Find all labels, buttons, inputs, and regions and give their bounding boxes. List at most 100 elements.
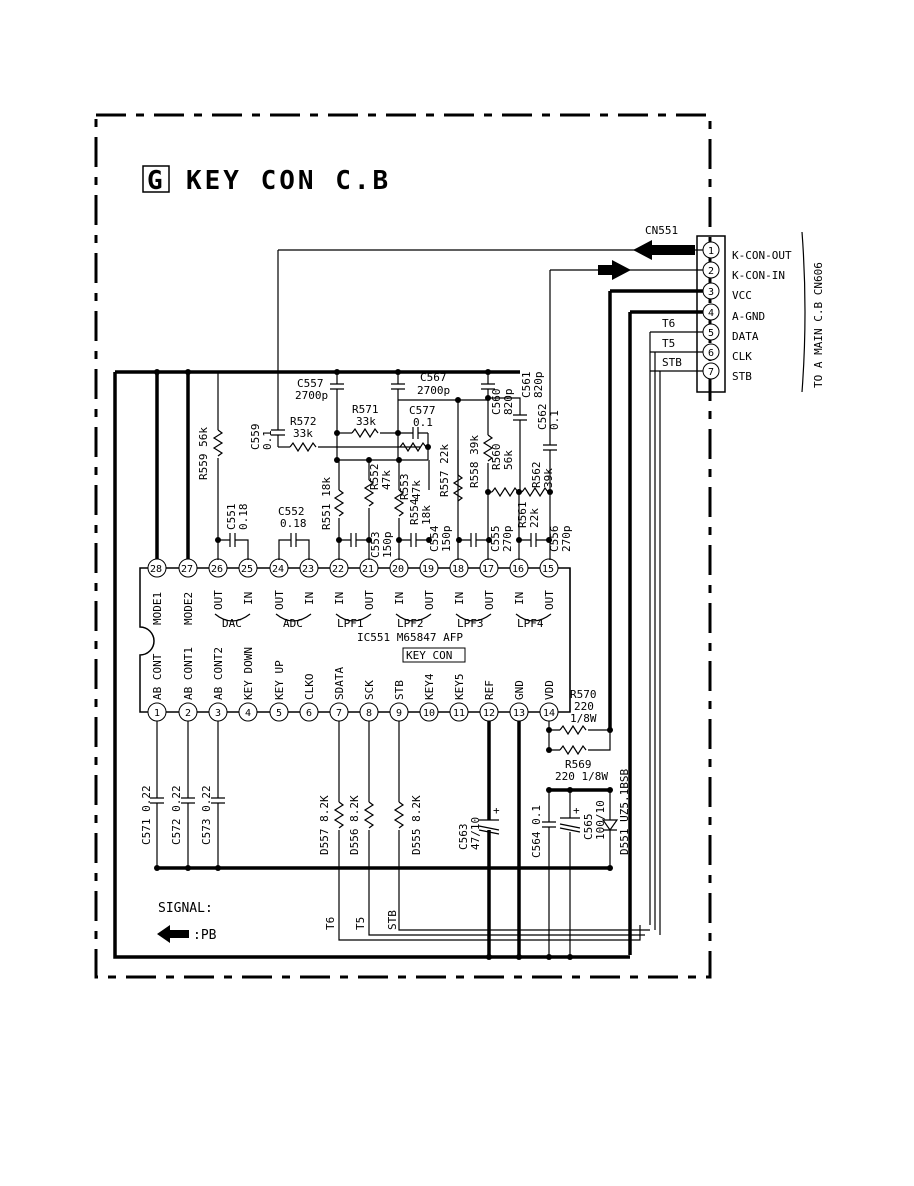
- svg-text:IN: IN: [393, 592, 406, 605]
- svg-text:LPF3: LPF3: [457, 617, 484, 630]
- svg-text:OUT: OUT: [543, 590, 556, 610]
- c553-label: C553: [369, 532, 382, 559]
- svg-text:6: 6: [306, 708, 312, 719]
- r561-label: R561: [516, 502, 529, 529]
- wire-label-t6: T6: [662, 317, 675, 330]
- svg-text:5: 5: [708, 328, 714, 339]
- svg-text:KEY5: KEY5: [453, 674, 466, 701]
- c555-label: C555: [489, 526, 502, 553]
- c565-plus: +: [573, 804, 580, 817]
- svg-text:KEY UP: KEY UP: [273, 660, 286, 700]
- c577-value: 0.1: [413, 416, 433, 429]
- r569-value: 220 1/8W: [555, 770, 608, 783]
- r572-value: 33k: [293, 427, 313, 440]
- svg-text:3: 3: [215, 708, 221, 719]
- svg-text:21: 21: [362, 564, 374, 575]
- r558-label: R558 39k: [468, 435, 481, 488]
- svg-text:12: 12: [483, 708, 495, 719]
- c552-label: C552: [278, 505, 305, 518]
- r562-value: 39k: [542, 468, 555, 488]
- c560-label: C560: [490, 389, 503, 416]
- svg-text:MODE1: MODE1: [151, 592, 164, 625]
- ic-name-box: [402, 647, 466, 663]
- svg-text:20: 20: [392, 564, 404, 575]
- svg-text:11: 11: [453, 708, 465, 719]
- svg-text:19: 19: [422, 564, 434, 575]
- r552-value: 47k: [380, 470, 393, 490]
- svg-text:14: 14: [543, 708, 555, 719]
- svg-text:IN: IN: [453, 592, 466, 605]
- svg-text:7: 7: [708, 367, 714, 378]
- r557-label: R557 22k: [438, 444, 451, 497]
- svg-text:26: 26: [211, 564, 223, 575]
- svg-text:2: 2: [708, 266, 714, 277]
- svg-text:REF: REF: [483, 680, 496, 700]
- c563-value: 47/10: [469, 817, 482, 850]
- c555-value: 270p: [501, 526, 514, 553]
- svg-text:DAC: DAC: [222, 617, 242, 630]
- r560-value: 56k: [502, 450, 515, 470]
- svg-text:ADC: ADC: [283, 617, 303, 630]
- r553-label: R553: [398, 474, 411, 501]
- svg-text:27: 27: [181, 564, 193, 575]
- svg-text:IN: IN: [242, 592, 255, 605]
- svg-text:CLKO: CLKO: [303, 674, 316, 701]
- d557-label: D557 8.2K: [318, 795, 331, 855]
- svg-text:STB: STB: [393, 680, 406, 700]
- c573-label: C573 0.22: [200, 785, 213, 845]
- connector-pin-6-label: CLK: [732, 350, 752, 363]
- ic-name: KEY CON: [406, 649, 452, 662]
- svg-text:24: 24: [272, 564, 284, 575]
- ic-ref: IC551 M65847 AFP: [357, 631, 463, 644]
- c551-label: C551: [225, 504, 238, 531]
- svg-text:10: 10: [423, 708, 435, 719]
- svg-text:GND: GND: [513, 680, 526, 700]
- r561-value: 22k: [528, 508, 541, 528]
- svg-text:13: 13: [513, 708, 525, 719]
- c554-value: 150p: [440, 526, 453, 553]
- svg-text:17: 17: [482, 564, 494, 575]
- junction-dots: [154, 369, 613, 960]
- svg-text:OUT: OUT: [363, 590, 376, 610]
- svg-text:OUT: OUT: [483, 590, 496, 610]
- c556-value: 270p: [560, 526, 573, 553]
- svg-text:VDD: VDD: [543, 680, 556, 700]
- c563-label: C563: [457, 824, 470, 851]
- c564-label: C564 0.1: [530, 805, 543, 858]
- ic-block-labels: DAC ADC LPF1 LPF2 LPF3 LPF4: [214, 613, 552, 630]
- svg-text:AB CONT1: AB CONT1: [182, 647, 195, 700]
- c571-label: C571 0.22: [140, 785, 153, 845]
- wire-label-stb: STB: [662, 356, 682, 369]
- r562-label: R562: [530, 462, 543, 489]
- r571-value: 33k: [356, 415, 376, 428]
- ic-bottom-pins: 1 2 3 4 5 6 7 8 9 10 11 12 13 14: [147, 702, 559, 722]
- connector-ref: CN551: [645, 224, 678, 237]
- ic-bottom-pin-names: AB CONT AB CONT1 AB CONT2 KEY DOWN KEY U…: [151, 647, 556, 700]
- c557-label: C557: [297, 377, 324, 390]
- d555-label: D555 8.2K: [410, 795, 423, 855]
- connector-pin-2-label: K-CON-IN: [732, 269, 785, 282]
- svg-text:AB CONT: AB CONT: [151, 653, 164, 700]
- svg-text:SCK: SCK: [363, 680, 376, 700]
- bottom-wire-label-stb: STB: [386, 910, 399, 930]
- r569-label: R569: [565, 758, 592, 771]
- svg-text:KEY4: KEY4: [423, 673, 436, 700]
- c554-label: C554: [428, 525, 441, 552]
- svg-text:15: 15: [542, 564, 554, 575]
- svg-text:IN: IN: [513, 592, 526, 605]
- c559-label: C559: [249, 424, 262, 451]
- svg-text:3: 3: [708, 287, 714, 298]
- r560-label: R560: [490, 444, 503, 471]
- connector-pins: 1 K-CON-OUT 2 K-CON-IN 3 VCC 4 A-GND 5 D…: [702, 241, 792, 383]
- connector-pin-5-label: DATA: [732, 330, 759, 343]
- svg-text:5: 5: [276, 708, 282, 719]
- svg-text:LPF2: LPF2: [397, 617, 424, 630]
- ic-top-pins: 28 27 26 25 24 23 22 21 20 19 18 17 16 1…: [147, 558, 559, 578]
- board-letter: G: [147, 166, 166, 196]
- d551-label: D551 UZ5.1BSB: [618, 769, 631, 855]
- board-frame: [94, 113, 712, 979]
- r554-value: 18k: [420, 505, 433, 525]
- connector-pin-3-label: VCC: [732, 289, 752, 302]
- c561-label: C561: [520, 372, 533, 399]
